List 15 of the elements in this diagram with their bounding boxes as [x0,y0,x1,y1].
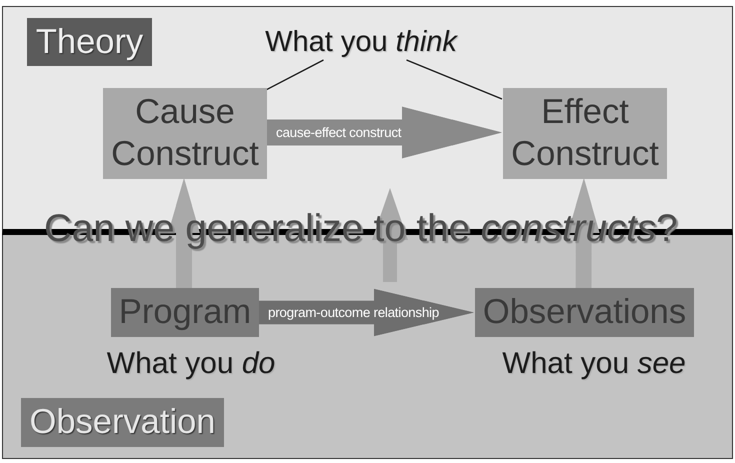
callout-text: What you think [253,23,469,61]
concept-box: Observations [475,288,694,337]
panel-heading: Theory [27,18,152,66]
block-arrow [258,288,474,336]
node-caption: What you do [106,346,276,382]
leader-line [266,59,324,90]
panel-heading: Observation [21,398,224,447]
block-arrow [266,106,502,158]
edge-label: cause-effect construct [276,124,402,140]
concept-box: Cause Construct [103,88,267,179]
concept-box: Effect Construct [503,88,667,179]
leader-line [406,59,502,100]
edge-label: program-outcome relationship [268,304,439,320]
concept-box: Program [111,288,259,337]
node-caption: What you see [501,346,687,382]
